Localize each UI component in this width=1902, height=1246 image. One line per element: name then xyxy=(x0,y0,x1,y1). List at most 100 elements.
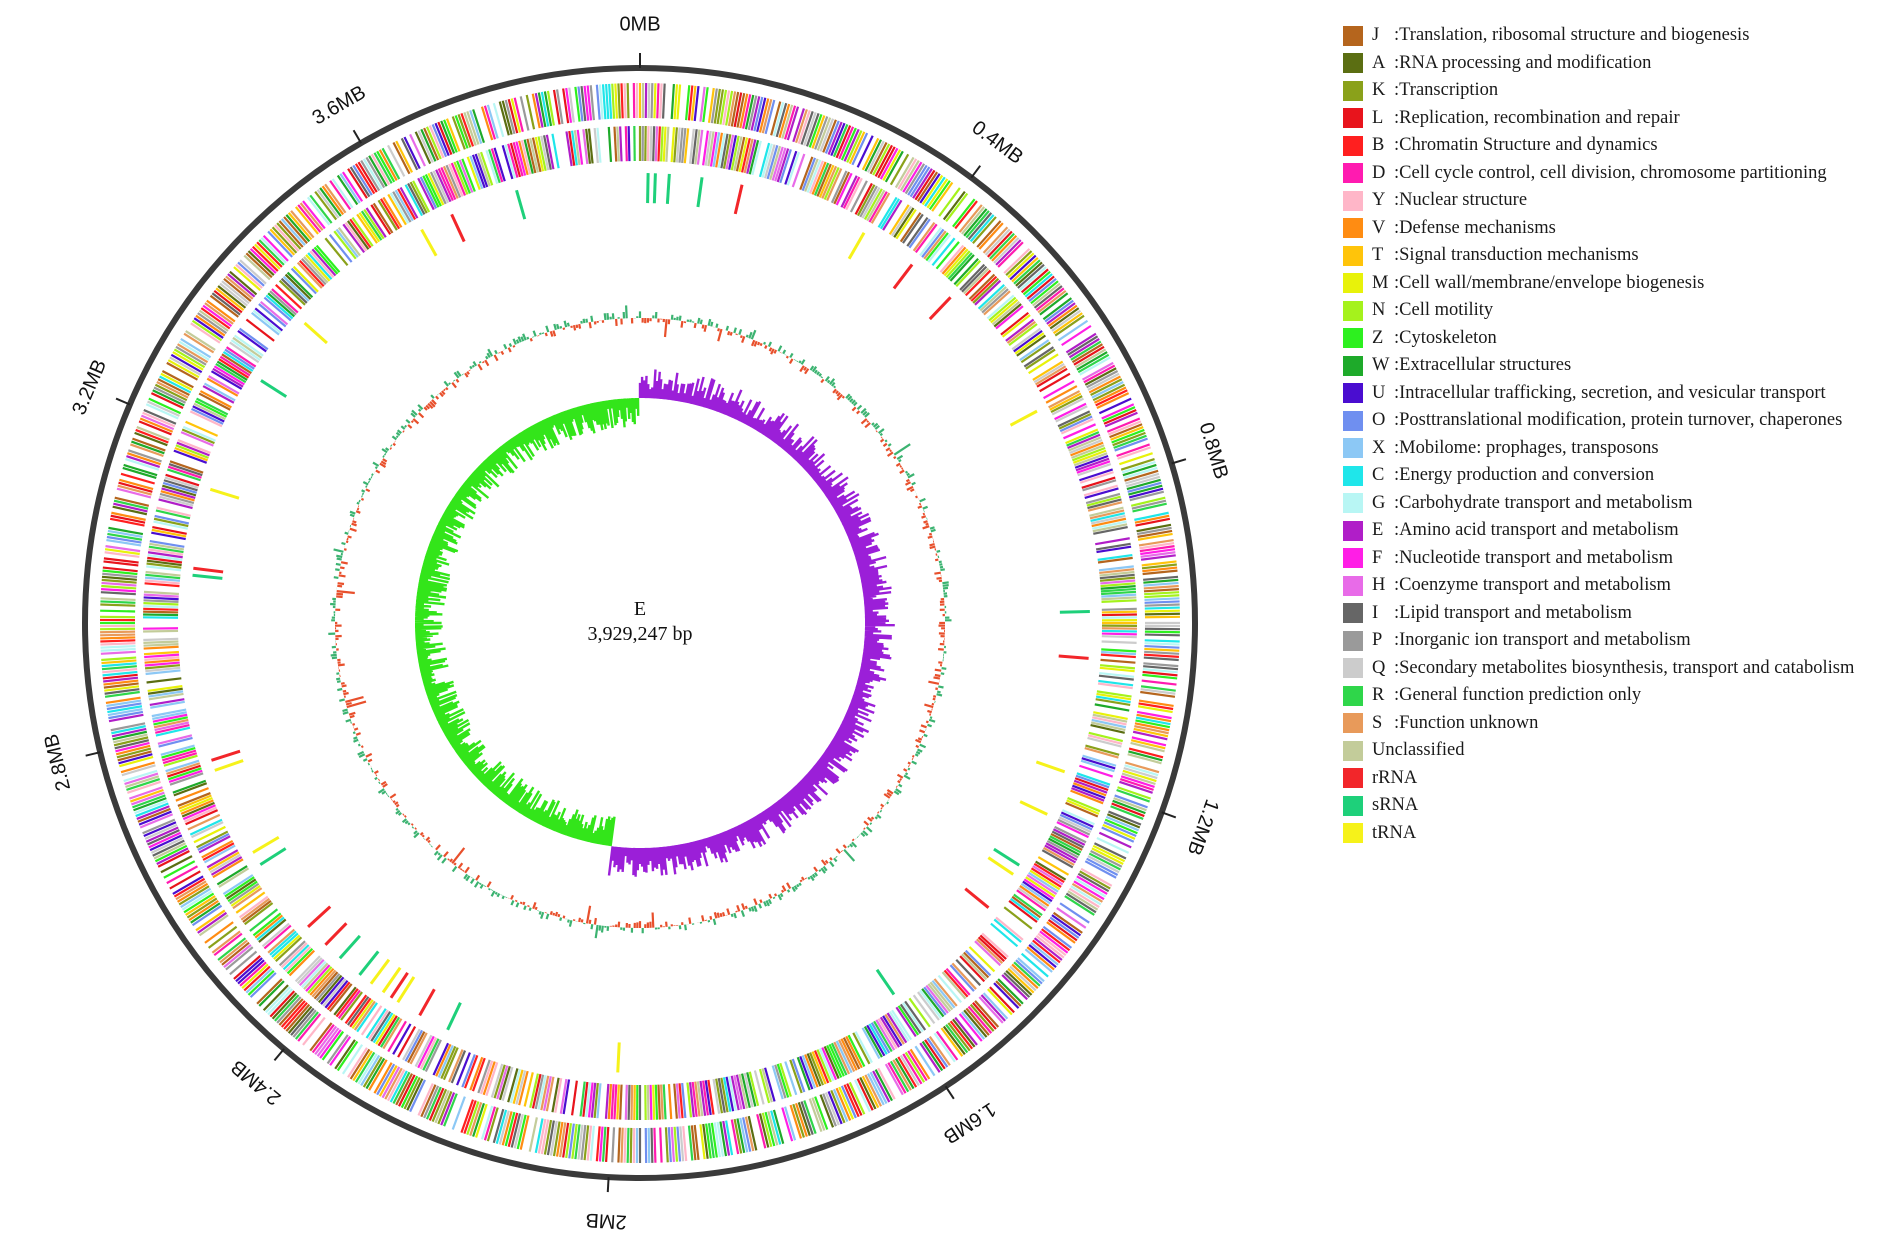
cog-gene-mark xyxy=(1074,877,1107,898)
legend-swatch xyxy=(1343,108,1363,129)
cog-gene-mark xyxy=(586,1125,593,1161)
cog-gene-mark xyxy=(1087,498,1122,510)
cog-gene-mark xyxy=(181,428,215,445)
cog-gene-mark xyxy=(767,1111,779,1146)
cog-gene-mark xyxy=(1101,593,1137,598)
rna-mark xyxy=(1059,610,1090,614)
cog-gene-mark xyxy=(1088,375,1121,394)
cog-gene-mark xyxy=(469,1102,483,1136)
cog-gene-mark xyxy=(593,127,599,164)
scale-tick xyxy=(944,1085,955,1100)
cog-gene-mark xyxy=(893,207,915,238)
cog-gene-mark xyxy=(835,172,853,206)
cog-gene-mark xyxy=(149,542,185,551)
cog-gene-mark xyxy=(352,164,373,196)
cog-gene-mark xyxy=(1129,490,1165,502)
cog-gene-mark xyxy=(394,189,414,222)
cog-gene-mark xyxy=(1035,365,1067,386)
cog-gene-mark xyxy=(990,922,1019,948)
cog-gene-mark xyxy=(382,1018,403,1050)
cog-gene-mark xyxy=(1142,673,1178,680)
cog-gene-mark xyxy=(1033,362,1065,384)
cog-gene-mark xyxy=(1137,529,1173,538)
cog-gene-mark xyxy=(576,129,584,165)
cog-gene-mark xyxy=(806,159,822,193)
cog-gene-mark xyxy=(280,942,308,969)
cog-gene-mark xyxy=(321,185,345,216)
cog-gene-mark xyxy=(155,723,190,734)
cog-gene-mark xyxy=(117,750,152,762)
cog-gene-mark xyxy=(919,989,943,1019)
cog-gene-mark xyxy=(177,439,211,454)
cog-gene-mark xyxy=(1085,744,1120,756)
cog-gene-mark xyxy=(335,228,359,258)
cog-gene-mark xyxy=(271,226,298,254)
cog-gene-mark xyxy=(191,319,223,342)
cog-gene-mark xyxy=(113,733,148,744)
cog-gene-mark xyxy=(376,1063,396,1096)
cog-gene-mark xyxy=(955,259,982,287)
cog-gene-mark xyxy=(144,582,180,588)
cog-gene-mark xyxy=(1142,566,1178,573)
cog-gene-mark xyxy=(443,119,458,153)
cog-gene-mark xyxy=(804,158,819,192)
cog-gene-mark xyxy=(127,452,161,466)
cog-gene-mark xyxy=(616,1084,620,1120)
cog-gene-mark xyxy=(1000,311,1030,336)
cog-gene-mark xyxy=(979,934,1007,960)
cog-gene-mark xyxy=(1088,731,1124,743)
cog-gene-mark xyxy=(115,741,150,753)
cog-gene-mark xyxy=(904,1051,926,1083)
cog-gene-mark xyxy=(504,99,516,135)
cog-gene-mark xyxy=(963,1009,988,1038)
cog-gene-mark xyxy=(764,144,776,179)
cog-gene-mark xyxy=(144,664,181,670)
cog-gene-mark xyxy=(981,932,1009,958)
cog-gene-mark xyxy=(290,210,315,239)
cog-gene-mark xyxy=(515,1070,527,1105)
cog-gene-mark xyxy=(372,202,394,234)
cog-gene-mark xyxy=(324,183,347,214)
cog-gene-mark xyxy=(1143,581,1179,587)
cog-gene-mark xyxy=(116,487,152,499)
cog-gene-mark xyxy=(624,1084,628,1120)
cog-gene-mark xyxy=(949,964,975,992)
cog-gene-mark xyxy=(778,103,791,138)
legend-label: sRNA xyxy=(1372,795,1419,816)
cog-gene-mark xyxy=(1064,895,1095,916)
cog-gene-mark xyxy=(303,962,329,990)
cog-gene-mark xyxy=(623,83,627,119)
cog-gene-mark xyxy=(1140,690,1176,698)
cog-gene-mark xyxy=(1144,642,1180,646)
cog-gene-mark xyxy=(397,1026,417,1058)
cog-gene-mark xyxy=(297,204,322,233)
cog-gene-mark xyxy=(959,263,986,291)
scale-label: 2MB xyxy=(585,1209,627,1233)
cog-gene-mark xyxy=(292,1009,317,1038)
legend-code: K xyxy=(1372,80,1386,101)
cog-gene-mark xyxy=(1119,452,1153,466)
cog-gene-mark xyxy=(159,492,195,505)
legend-label: Unclassified xyxy=(1372,740,1465,761)
cog-gene-mark xyxy=(162,749,197,762)
cog-gene-mark xyxy=(551,133,560,169)
cog-gene-mark xyxy=(688,1082,695,1118)
cog-gene-mark xyxy=(626,83,630,119)
cog-gene-mark xyxy=(562,1122,570,1158)
legend-code: N xyxy=(1372,300,1386,321)
cog-gene-mark xyxy=(673,127,678,163)
cog-gene-mark xyxy=(1132,730,1168,741)
legend-label: :Cell wall/membrane/envelope biogenesis xyxy=(1394,272,1705,293)
cog-gene-mark xyxy=(298,259,325,287)
legend-label: :Cytoskeleton xyxy=(1394,327,1497,348)
genome-length: 3,929,247 bp xyxy=(588,623,693,645)
cog-gene-mark xyxy=(351,216,374,247)
cog-gene-mark xyxy=(1077,462,1112,477)
cog-gene-mark xyxy=(546,90,555,126)
cog-gene-mark xyxy=(772,1109,785,1144)
cog-gene-mark xyxy=(912,994,936,1025)
cog-gene-mark xyxy=(1128,487,1164,499)
cog-gene-mark xyxy=(117,484,152,496)
cog-gene-mark xyxy=(154,514,190,525)
cog-gene-mark xyxy=(653,1127,657,1163)
